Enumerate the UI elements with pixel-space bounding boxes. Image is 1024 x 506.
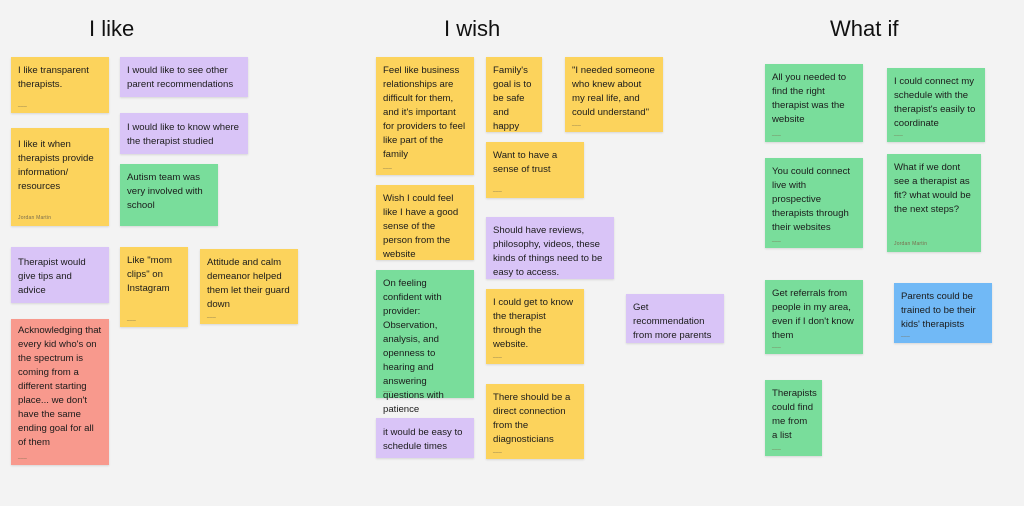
- note-text: I would like to see other parent recomme…: [127, 65, 234, 90]
- note-author: ___: [772, 131, 781, 137]
- note-author: ___: [383, 249, 392, 255]
- note-author: ___: [772, 237, 781, 243]
- sticky-note[interactable]: Therapist would give tips and advice: [11, 247, 109, 303]
- sticky-note[interactable]: What if we dont see a therapist as fit? …: [887, 154, 981, 252]
- note-text: Therapist would give tips and advice: [18, 257, 86, 296]
- sticky-note[interactable]: Autism team was very involved with schoo…: [120, 164, 218, 226]
- note-text: I could connect my schedule with the the…: [894, 76, 976, 129]
- note-author: ___: [572, 121, 581, 127]
- note-text: On feeling confident with provider: Obse…: [383, 278, 444, 415]
- sticky-note[interactable]: Feel like business relationships are dif…: [376, 57, 474, 175]
- sticky-note[interactable]: Parents could be trained to be their kid…: [894, 283, 992, 343]
- note-text: "I needed someone who knew about my real…: [572, 65, 655, 118]
- note-text: I could get to know the therapist throug…: [493, 297, 573, 350]
- sticky-note[interactable]: "I needed someone who knew about my real…: [565, 57, 663, 132]
- note-author: Jordan Martin: [894, 241, 928, 247]
- sticky-note[interactable]: I could get to know the therapist throug…: [486, 289, 584, 364]
- note-text: All you needed to find the right therapi…: [772, 72, 847, 125]
- note-author: ___: [18, 454, 27, 460]
- note-author: ___: [18, 102, 27, 108]
- note-text: Like "mom clips" on Instagram: [127, 255, 172, 294]
- sticky-note[interactable]: You could connect live with prospective …: [765, 158, 863, 248]
- note-text: What if we dont see a therapist as fit? …: [894, 162, 971, 215]
- note-text: Family's goal is to be safe and happy: [493, 65, 532, 132]
- note-author: ___: [383, 387, 392, 393]
- note-text: Parents could be trained to be their kid…: [901, 291, 976, 330]
- sticky-note[interactable]: Acknowledging that every kid who's on th…: [11, 319, 109, 465]
- sticky-note[interactable]: I could connect my schedule with the the…: [887, 68, 985, 142]
- note-author: ___: [901, 332, 910, 338]
- note-text: You could connect live with prospective …: [772, 166, 851, 233]
- sticky-note[interactable]: it would be easy to schedule times: [376, 418, 474, 458]
- sticky-note[interactable]: All you needed to find the right therapi…: [765, 64, 863, 142]
- note-text: Autism team was very involved with schoo…: [127, 172, 203, 211]
- note-text: Wish I could feel like I have a good sen…: [383, 193, 459, 260]
- note-author: ___: [127, 316, 136, 322]
- note-author: ___: [493, 448, 502, 454]
- sticky-note[interactable]: Want to have a sense of trust ___: [486, 142, 584, 198]
- sticky-note[interactable]: Should have reviews, philosophy, videos,…: [486, 217, 614, 279]
- note-text: Want to have a sense of trust: [493, 150, 558, 175]
- sticky-note[interactable]: Get referrals from people in my area, ev…: [765, 280, 863, 354]
- note-text: I like transparent therapists.: [18, 65, 89, 90]
- column-heading-what-if: What if: [830, 16, 899, 41]
- column-heading-i-like: I like: [89, 16, 135, 41]
- sticky-note[interactable]: I like it when therapists provide inform…: [11, 128, 109, 226]
- note-author: ___: [772, 343, 781, 349]
- note-text: it would be easy to schedule times: [383, 427, 463, 452]
- column-heading-i-wish: I wish: [444, 16, 501, 41]
- note-author: ___: [493, 353, 502, 359]
- note-author: ___: [383, 164, 392, 170]
- note-author: ___: [493, 187, 502, 193]
- sticky-note[interactable]: Get recommendation from more parents: [626, 294, 724, 343]
- note-text: I would like to know where the therapist…: [127, 122, 239, 147]
- note-author: ___: [772, 445, 781, 451]
- note-text: Get recommendation from more parents: [633, 302, 712, 341]
- note-author: ___: [207, 313, 216, 319]
- note-text: Should have reviews, philosophy, videos,…: [493, 225, 603, 278]
- sticky-note[interactable]: On feeling confident with provider: Obse…: [376, 270, 474, 415]
- note-text: Acknowledging that every kid who's on th…: [18, 325, 102, 448]
- note-author: ___: [493, 121, 502, 127]
- sticky-note[interactable]: Therapists could find me from a list ___: [765, 380, 822, 456]
- note-author: ___: [894, 131, 903, 137]
- note-text: Feel like business relationships are dif…: [383, 65, 466, 160]
- note-text: There should be a direct connection from…: [493, 392, 571, 445]
- sticky-note[interactable]: I like transparent therapists. ___: [11, 57, 109, 113]
- sticky-note[interactable]: There should be a direct connection from…: [486, 384, 584, 459]
- note-text: Attitude and calm demeanor helped them l…: [207, 257, 290, 310]
- note-text: Therapists could find me from a list: [772, 388, 817, 441]
- sticky-note[interactable]: I would like to know where the therapist…: [120, 113, 248, 154]
- note-text: I like it when therapists provide inform…: [18, 139, 94, 192]
- sticky-note[interactable]: Like "mom clips" on Instagram ___: [120, 247, 188, 327]
- note-text: Get referrals from people in my area, ev…: [772, 288, 854, 341]
- sticky-note[interactable]: Wish I could feel like I have a good sen…: [376, 185, 474, 260]
- sticky-note[interactable]: I would like to see other parent recomme…: [120, 57, 248, 97]
- sticky-note[interactable]: Attitude and calm demeanor helped them l…: [200, 249, 298, 324]
- sticky-note[interactable]: Family's goal is to be safe and happy __…: [486, 57, 542, 132]
- note-author: Jordan Martin: [18, 215, 52, 221]
